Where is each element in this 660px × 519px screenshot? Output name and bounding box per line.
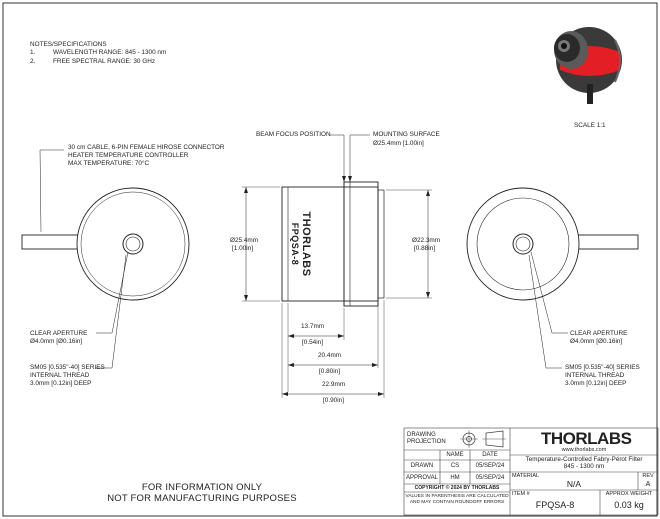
- title-block-frame: [403, 427, 659, 516]
- product-render-image: [554, 27, 622, 104]
- website: www.thorlabs.com: [561, 447, 607, 453]
- left-end-view: [21, 149, 190, 369]
- clear-aperture-value: Ø4.0mm [Ø0.16in]: [570, 338, 623, 345]
- clear-aperture-value: Ø4.0mm [Ø0.16in]: [30, 338, 83, 345]
- drawing-projection-label: PROJECTION: [407, 439, 446, 445]
- cable-note-line: 30 cm CABLE, 6-PIN FEMALE HIROSE CONNECT…: [68, 144, 225, 151]
- projection-symbol-icon: [460, 430, 506, 448]
- roundoff-note: AND MAY CONTAIN ROUNDOFF ERRORS: [409, 500, 505, 505]
- thread-note-line: INTERNAL THREAD: [565, 372, 625, 379]
- side-profile-view: [242, 134, 432, 398]
- right-outer-circle: [466, 187, 580, 301]
- disclaimer-line: FOR INFORMATION ONLY: [141, 482, 263, 493]
- mounting-surface-label: MOUNTING SURFACE: [373, 131, 440, 138]
- dimension-length-in: [0.90in]: [323, 397, 344, 404]
- left-outer-circle: [76, 187, 190, 301]
- rev-value: A: [645, 481, 651, 488]
- header-name: NAME: [446, 452, 464, 458]
- thread-note-line: SM05 [0.535"-40] SERIES: [565, 364, 640, 371]
- right-cable: [577, 234, 639, 250]
- right-end-view: [466, 187, 639, 369]
- thread-note-line: 3.0mm [0.12in] DEEP: [565, 380, 627, 387]
- material-value: N/A: [566, 479, 582, 489]
- dimension-length: 13.7mm: [301, 323, 325, 330]
- drawn-name: CS: [450, 463, 460, 469]
- rev-label: REV: [642, 473, 654, 479]
- part-description: Temperature-Controlled Fabry-Pérot Filte…: [525, 456, 643, 463]
- left-cable: [21, 234, 81, 250]
- dimension-length-in: [0.80in]: [319, 368, 340, 375]
- disclaimer: FOR INFORMATION ONLY NOT FOR MANUFACTURI…: [92, 482, 312, 504]
- approval-date: 05/SEP/24: [475, 475, 505, 481]
- approval-label: APPROVAL: [406, 475, 438, 481]
- approval-name: HM: [450, 475, 460, 481]
- dimension-length-in: [0.54in]: [302, 339, 323, 346]
- weight-label: APPROX WEIGHT: [605, 491, 653, 497]
- engraved-brand: THORLABS: [300, 211, 312, 277]
- mounting-surface-value: Ø25.4mm [1.00in]: [373, 140, 424, 147]
- thread-note-line: SM05 [0.535"-40] SERIES: [30, 364, 105, 371]
- thread-note-line: 3.0mm [0.12in] DEEP: [30, 380, 92, 387]
- dimension-length: 20.4mm: [318, 352, 342, 359]
- note-number: 2.: [30, 58, 36, 65]
- dimension-diameter-in: [1.00in]: [232, 245, 253, 252]
- dimension-length: 22.9mm: [322, 381, 346, 388]
- thorlabs-logo: THORLABS: [541, 429, 632, 448]
- material-label: MATERIAL: [512, 473, 540, 479]
- part-description: 845 - 1300 nm: [563, 463, 605, 470]
- drawn-label: DRAWN: [410, 463, 434, 469]
- drawing-projection-label: DRAWING: [407, 432, 436, 438]
- dimension-diameter-in: [0.88in]: [414, 245, 435, 252]
- note-text: FREE SPECTRAL RANGE: 30 GHz: [53, 58, 156, 65]
- thread-note-line: INTERNAL THREAD: [30, 372, 90, 379]
- note-text: WAVELENGTH RANGE: 845 - 1300 nm: [53, 49, 167, 56]
- copyright: COPYRIGHT © 2024 BY THORLABS: [414, 485, 500, 491]
- weight-value: 0.03 kg: [614, 500, 644, 510]
- scale-label: SCALE 1:1: [574, 122, 606, 129]
- engraved-label: THORLABS FPQSA-8: [284, 189, 312, 299]
- dimension-diameter: Ø25.4mm: [230, 237, 259, 244]
- clear-aperture-label: CLEAR APERTURE: [30, 330, 88, 337]
- header-date: DATE: [482, 452, 498, 458]
- roundoff-note: VALUES IN PARENTHESIS ARE CALCULATED: [405, 494, 509, 499]
- notes-heading: NOTES/SPECIFICATIONS: [30, 41, 107, 48]
- side-body: [281, 186, 379, 302]
- cable-note-line: MAX TEMPERATURE: 70°C: [68, 160, 150, 167]
- engraved-part: FPQSA-8: [290, 222, 300, 266]
- dimension-diameter: Ø22.3mm: [412, 237, 441, 244]
- item-label: ITEM #: [512, 491, 530, 497]
- drawn-date: 05/SEP/24: [475, 463, 505, 469]
- cable-note-line: HEATER TEMPERATURE CONTROLLER: [68, 152, 189, 159]
- disclaimer-line: NOT FOR MANUFACTURING PURPOSES: [107, 493, 297, 504]
- clear-aperture-label: CLEAR APERTURE: [570, 330, 628, 337]
- item-number: FPQSA-8: [535, 500, 575, 510]
- note-number: 1.: [30, 49, 36, 56]
- beam-focus-label: BEAM FOCUS POSITION: [256, 131, 331, 138]
